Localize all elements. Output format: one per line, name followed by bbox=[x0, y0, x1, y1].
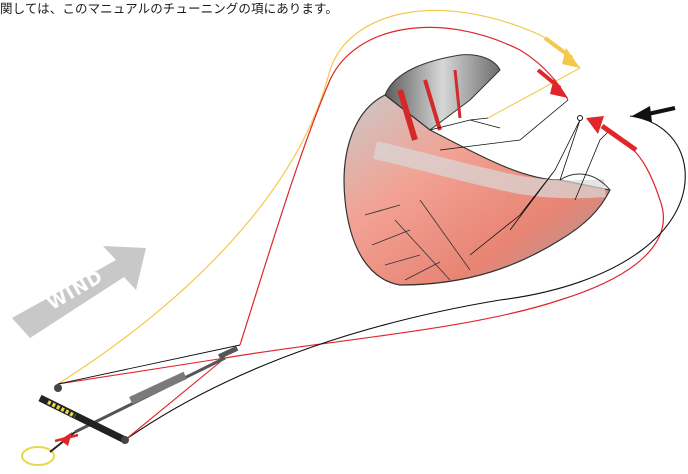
line-connector-icon bbox=[577, 115, 583, 121]
red-front-line-right bbox=[224, 129, 664, 359]
red-front-line-left bbox=[239, 26, 569, 346]
red-line-arrow-left-icon bbox=[536, 68, 568, 98]
black-line-arrow-icon bbox=[632, 106, 676, 122]
yellow-line-arrow-icon bbox=[543, 36, 580, 68]
yellow-back-line-bridle bbox=[487, 67, 581, 119]
wind-arrow-icon: WIND bbox=[12, 246, 146, 338]
black-back-line bbox=[124, 115, 686, 441]
yellow-back-line bbox=[57, 9, 581, 385]
kite-illustration bbox=[343, 54, 611, 286]
red-line-arrow-right-icon bbox=[586, 116, 638, 153]
caption-text: 関しては、このマニュアルのチューニングの項にあります。 bbox=[0, 1, 338, 16]
control-bar-icon bbox=[21, 344, 241, 466]
